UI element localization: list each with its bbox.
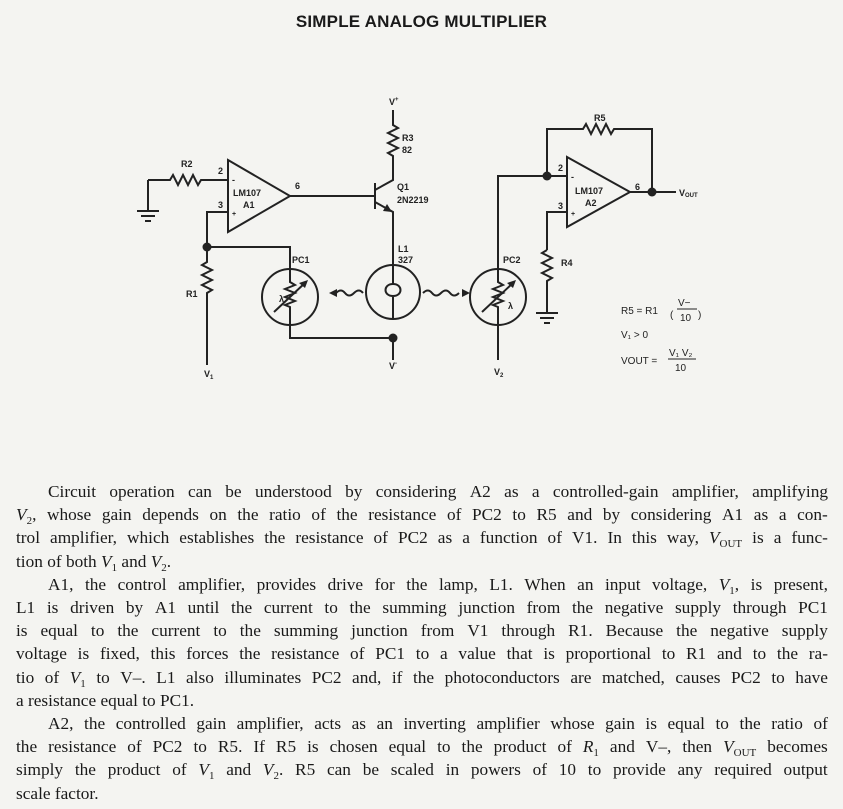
- a2-name: A2: [585, 198, 597, 208]
- a2-pin6: 6: [635, 182, 640, 192]
- lambda-symbol: λ: [508, 301, 513, 311]
- equation-vout-numerator: V₁ V₂: [669, 348, 692, 359]
- l1-value: 327: [398, 255, 413, 265]
- text-line: tion of both V1 and V2.: [16, 551, 172, 574]
- pc2-label: PC2: [503, 255, 521, 265]
- l1-label: L1: [398, 244, 409, 254]
- svg-text:): ): [698, 310, 701, 321]
- q1-model: 2N2219: [397, 195, 429, 205]
- r2-label: R2: [181, 159, 193, 169]
- r5-label: R5: [594, 113, 606, 123]
- math-variable: V2: [150, 551, 167, 574]
- math-variable: V1: [101, 551, 118, 574]
- math-variable: V2: [262, 760, 279, 783]
- math-variable: R1: [582, 737, 599, 760]
- text-line: scale factor.: [16, 783, 99, 803]
- v2-label: V2: [494, 367, 504, 379]
- a1-model: LM107: [233, 188, 261, 198]
- math-variable: VOUT: [723, 737, 757, 760]
- page-title: SIMPLE ANALOG MULTIPLIER: [295, 12, 548, 31]
- equation-r5-numerator: V−: [678, 298, 691, 309]
- vout-label: VOUT: [679, 188, 698, 199]
- a1-pin6: 6: [295, 181, 300, 191]
- resistor-r2: [148, 172, 228, 188]
- a2-pin2: 2: [558, 163, 563, 173]
- equation-r5-denominator: 10: [680, 313, 692, 324]
- light-arrow-icon: [422, 289, 470, 297]
- resistor-r1: [199, 247, 215, 365]
- junction-node: [647, 187, 657, 197]
- math-variable: VOUT: [708, 528, 743, 551]
- photoconductor-pc2: [469, 268, 527, 326]
- equation-vout: VOUT =: [621, 356, 657, 367]
- lamp-l1: [365, 264, 421, 320]
- a1-pin2: 2: [218, 166, 223, 176]
- math-variable: V1: [69, 667, 86, 690]
- a2-plus: +: [571, 211, 575, 218]
- text-line: a resistance equal to PC1.: [16, 690, 195, 710]
- ground-icon: [137, 180, 159, 222]
- opamp-a1: [227, 158, 292, 234]
- math-variable: V1: [718, 574, 735, 597]
- resistor-r5: [546, 121, 653, 193]
- equation-r5: R5 = R1: [621, 306, 658, 317]
- photoconductor-pc1: [261, 268, 319, 326]
- v1-label: V1: [204, 369, 214, 381]
- q1-label: Q1: [397, 182, 409, 192]
- light-arrow-icon: [329, 289, 364, 297]
- ground-icon: [536, 312, 558, 324]
- pc1-label: PC1: [292, 255, 310, 265]
- math-variable: V1: [198, 760, 215, 783]
- equation-v1-condition: V₁ > 0: [621, 330, 648, 341]
- equation-vout-denominator: 10: [675, 363, 687, 374]
- a1-pin3: 3: [218, 200, 223, 210]
- r3-value: 82: [402, 145, 412, 155]
- a1-plus: +: [232, 211, 236, 218]
- a2-minus: -: [571, 172, 574, 182]
- a1-minus: -: [232, 175, 235, 185]
- resistor-r3: [385, 110, 401, 160]
- resistor-r4: [539, 249, 555, 312]
- svg-text:(: (: [670, 310, 674, 321]
- a1-name: A1: [243, 200, 255, 210]
- circuit-diagram: V+ R3 82 R2 2 3 6 - + LM107 A1 Q1 2N2219…: [137, 97, 701, 381]
- r1-label: R1: [186, 289, 198, 299]
- vplus-label: V+: [389, 97, 399, 107]
- math-variable: V2: [16, 505, 33, 528]
- opamp-a2: [566, 155, 633, 229]
- r3-label: R3: [402, 133, 414, 143]
- lambda-symbol: λ: [279, 294, 284, 304]
- r4-label: R4: [561, 258, 573, 268]
- vminus-label: V-: [389, 361, 397, 371]
- a2-model: LM107: [575, 186, 603, 196]
- a2-pin3: 3: [558, 201, 563, 211]
- transistor-q1: [290, 160, 394, 265]
